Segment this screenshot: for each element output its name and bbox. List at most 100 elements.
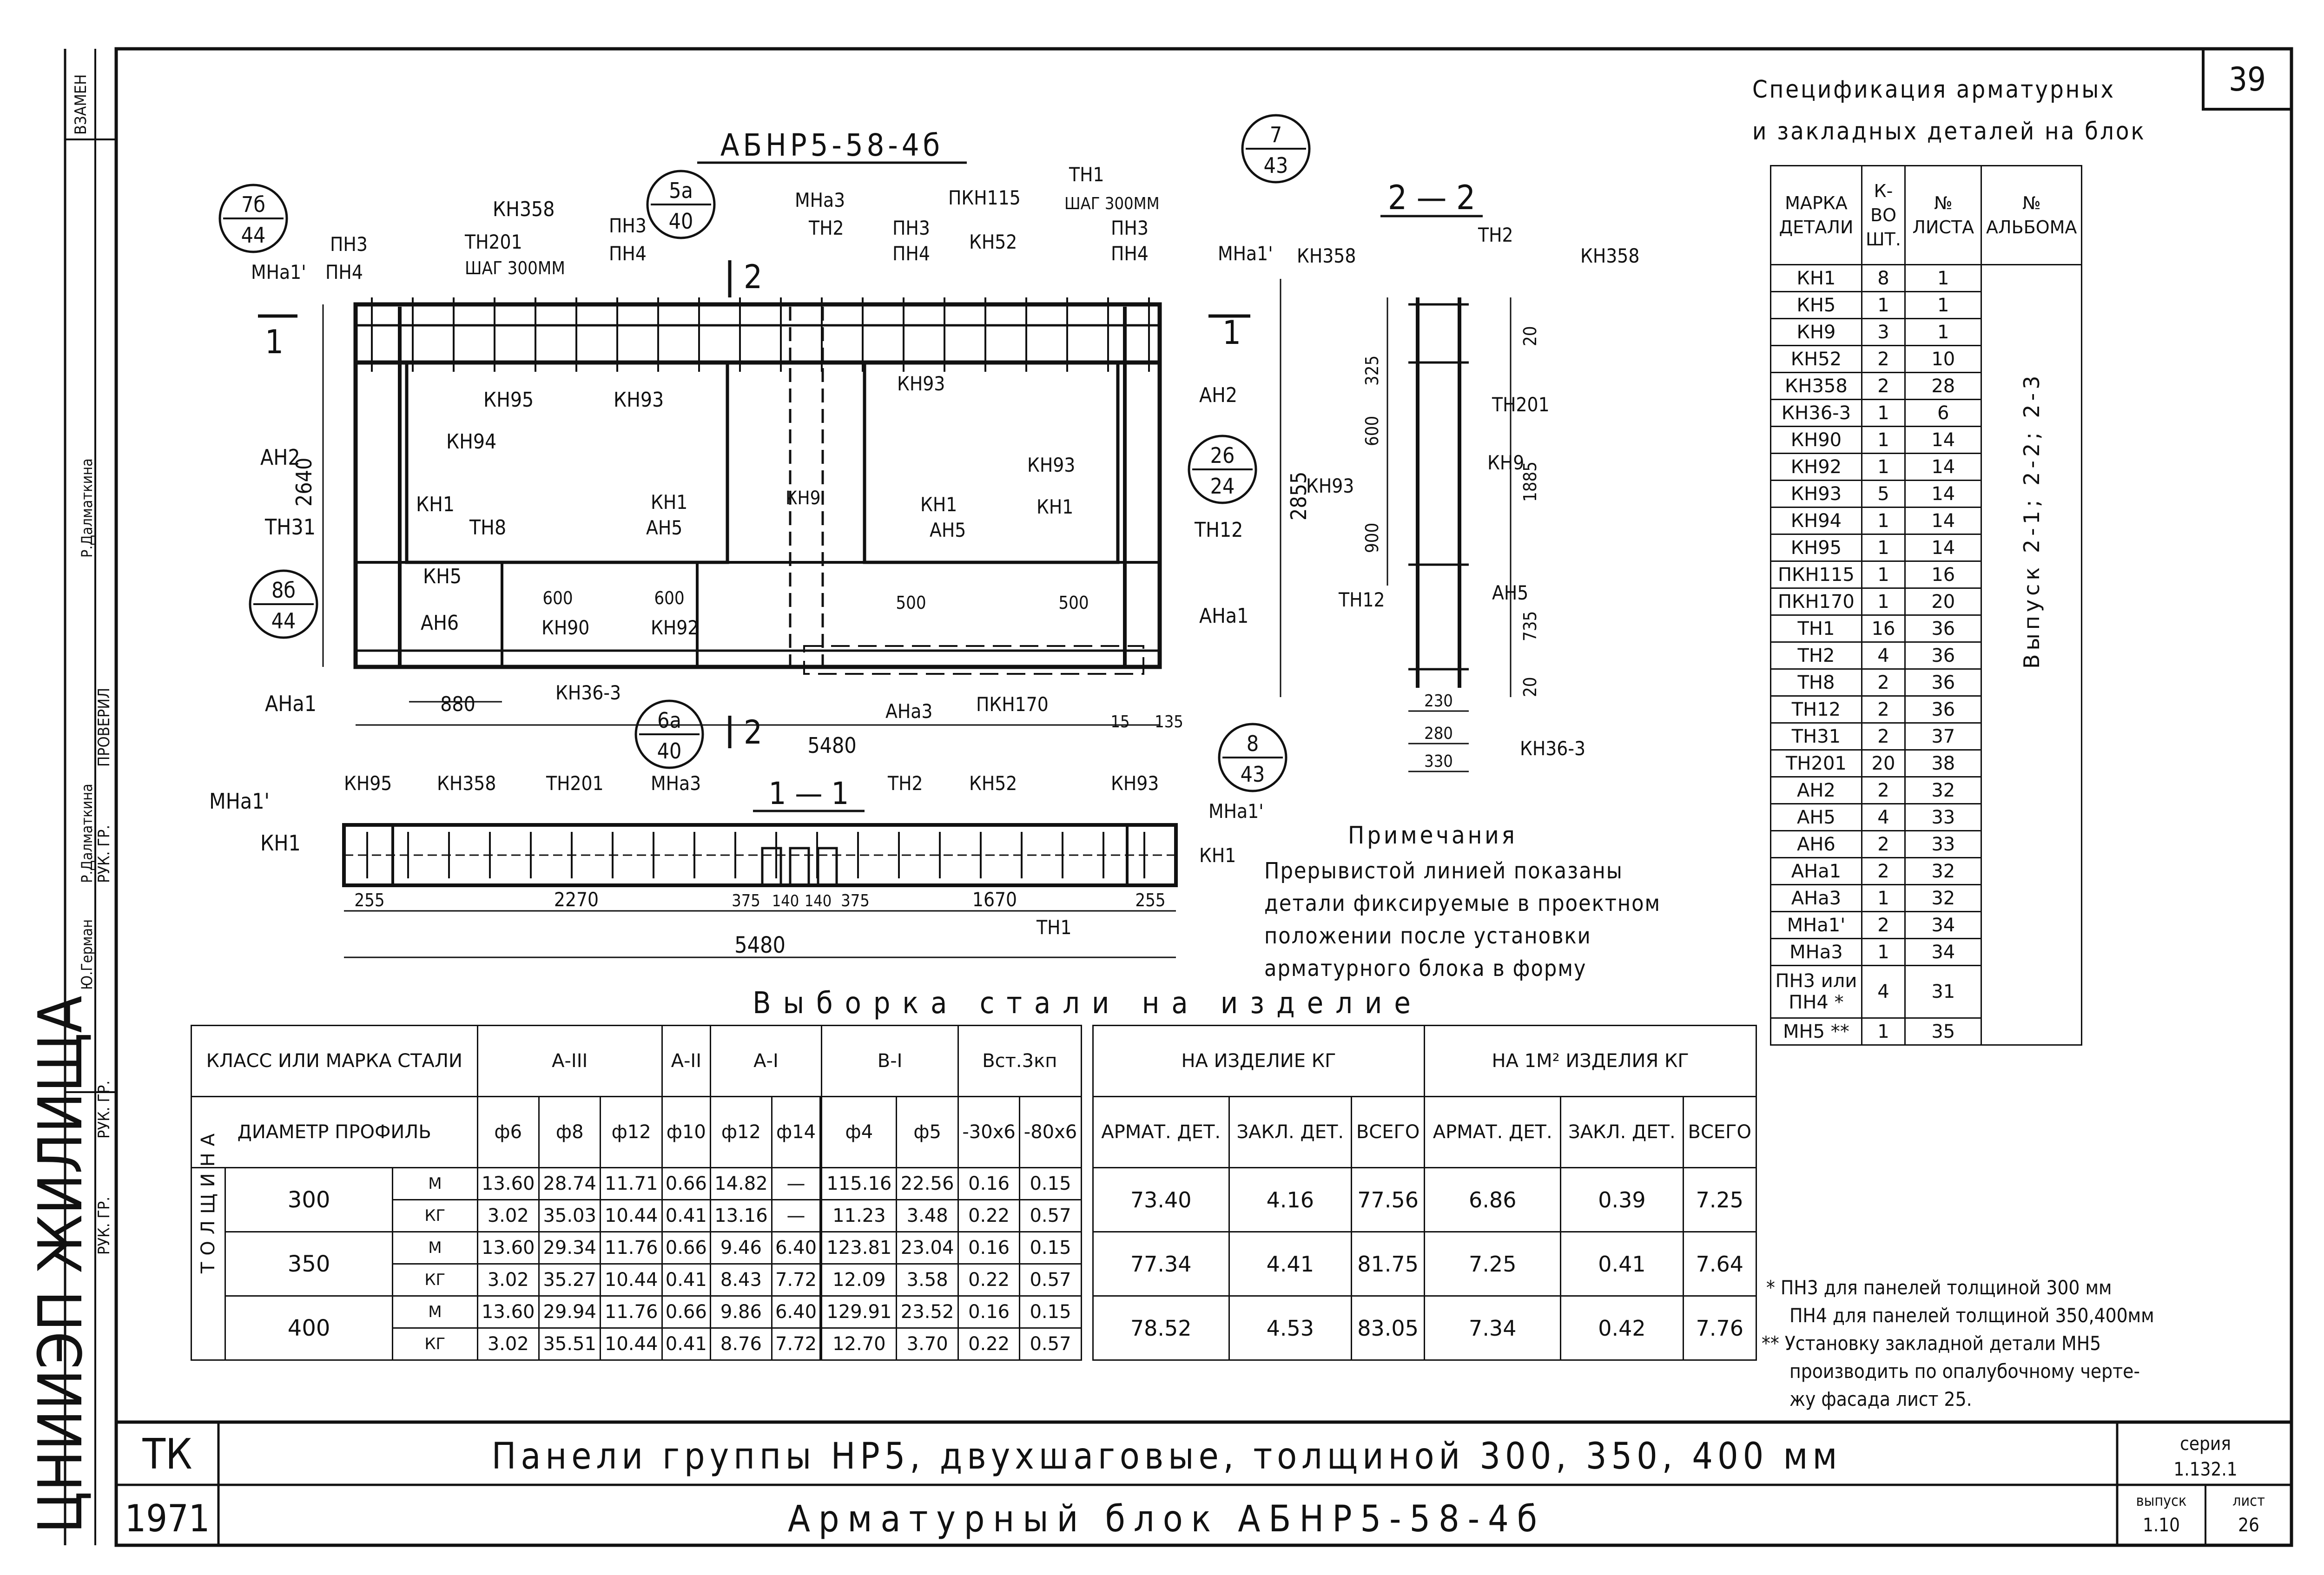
lbl-kn93-b: КН93 (897, 372, 945, 395)
spec-cell-marka: КН93 (1770, 480, 1862, 508)
vyb-value: 0.57 (1019, 1199, 1082, 1232)
spec-cell-marka: КН92 (1770, 453, 1862, 481)
callout-top: 6а (657, 708, 681, 733)
cut-1-left: 1 (265, 323, 284, 361)
dim-2855: 2855 (1286, 472, 1311, 521)
dim-230: 230 (1424, 692, 1453, 711)
spec-cell-list: 1 (1904, 264, 1982, 292)
spec-h-marka: МАРКА ДЕТАЛИ (1770, 165, 1862, 265)
spec-cell-marka: МНа1' (1770, 911, 1862, 939)
vyb-sub-3: АРМАТ. ДЕТ. (1424, 1096, 1562, 1168)
vyb-value: 23.52 (896, 1295, 959, 1329)
vyb-value: 11.76 (600, 1295, 663, 1329)
vyb-value: 3.48 (896, 1199, 959, 1232)
callout-circle (249, 569, 318, 639)
spec-cell-marka: АНа1 (1770, 857, 1862, 885)
spec-cell-marka: ТН8 (1770, 668, 1862, 697)
vyb-total-izd: 81.75 (1350, 1231, 1426, 1297)
spec-cell-list: 1 (1904, 318, 1982, 346)
dim-2270: 2270 (554, 888, 599, 911)
callout-circle (1218, 723, 1287, 792)
list-label: лист (2232, 1492, 2265, 1509)
stamp-org: ЦНИИЭП ЖИЛИЩА (25, 996, 96, 1534)
spec-cell-list: 6 (1904, 399, 1982, 427)
vyb-value: 12.09 (821, 1263, 898, 1297)
vyb-value: 0.41 (661, 1263, 711, 1297)
footnote-1-line-2: ПН4 для панелей толщиной 350,400мм (1789, 1304, 2154, 1327)
spec-cell-marka: КН94 (1770, 507, 1862, 535)
vyb-value: 11.23 (821, 1199, 898, 1232)
lbl-tn2-s22: ТН2 (1478, 224, 1513, 246)
vyb-total-izd: 4.41 (1228, 1231, 1352, 1297)
lbl-kn1-plan-left: КН1 (260, 830, 301, 856)
vyb-total-izd: 4.16 (1228, 1167, 1352, 1232)
spec-cell-qty: 2 (1861, 345, 1906, 373)
lbl-an5-a: АН5 (646, 516, 682, 539)
vyb-value: 0.15 (1019, 1167, 1082, 1200)
spec-cell-qty: 1 (1861, 426, 1906, 454)
dim-5480-plan: 5480 (734, 932, 786, 958)
dim-255-right: 255 (1135, 890, 1165, 910)
title-code: ТК (142, 1430, 192, 1479)
callout-top: 26 (1210, 443, 1235, 468)
spec-title-2: и закладных деталей на блок (1752, 118, 2146, 145)
callout-circle (634, 699, 704, 769)
stamp-name-1: Ю.Герман (78, 919, 96, 990)
vyb-value: 10.44 (600, 1263, 663, 1297)
lbl-kn9-s22: КН9 (1487, 451, 1524, 474)
lbl-mna1-plan-right: МНа1' (1208, 800, 1264, 823)
vyb-value: 23.04 (896, 1231, 959, 1265)
lbl-pn3-a: ПН3 (609, 214, 647, 237)
vyb-sub-4: ЗАКЛ. ДЕТ. (1560, 1096, 1684, 1168)
note-line-2: детали фиксируемые в проектном (1264, 890, 1661, 916)
spec-cell-list: 28 (1904, 372, 1982, 400)
vyb-d-4: ф12 (709, 1096, 773, 1168)
vyb-unit: КГ (392, 1327, 478, 1361)
vyb-gap (1080, 1232, 1094, 1264)
section-2-2-title: 2 — 2 (1388, 178, 1475, 217)
lbl-mna3: МНа3 (795, 189, 845, 211)
vyb-d-5: ф14 (771, 1096, 821, 1168)
spec-cell-qty: 2 (1861, 695, 1906, 724)
dim-255-left: 255 (354, 890, 384, 910)
spec-cell-list: 33 (1904, 830, 1982, 858)
spec-cell-list: 34 (1904, 911, 1982, 939)
lbl-kn1-left: КН1 (416, 493, 455, 516)
lbl-kn358-plan: КН358 (437, 772, 496, 795)
note-line-1: Прерывистой линией показаны (1264, 858, 1623, 884)
spec-cell-list: 34 (1904, 938, 1982, 966)
vyb-value: 35.51 (538, 1327, 601, 1361)
lbl-mna1-left: МНа1' (251, 261, 306, 283)
vyb-value: 0.16 (957, 1167, 1021, 1200)
lbl-tn1-plan: ТН1 (1036, 916, 1072, 939)
spec-cell-list: 36 (1904, 668, 1982, 697)
lbl-tn12-main: ТН12 (1194, 518, 1243, 542)
note-line-3: положении после установки (1264, 923, 1591, 949)
vyb-value: 0.41 (661, 1199, 711, 1232)
spec-cell-marka: ПН3 или ПН4 * (1770, 965, 1862, 1019)
vyb-tolshina-text: ТОЛЩИНА (198, 1127, 219, 1273)
spec-cell-marka: МН5 ** (1770, 1017, 1862, 1046)
lbl-mna1-right: МНа1' (1218, 242, 1273, 265)
lbl-kn358-s22b: КН358 (1297, 244, 1356, 267)
lbl-an5-s22: АН5 (1492, 581, 1528, 604)
vyb-total-m2: 6.86 (1424, 1167, 1562, 1232)
spec-h-qty: К-ВО ШТ. (1861, 165, 1906, 265)
section-2-2: 2 — 2 КН358 ТН2 КН358 ТН201 КН9 КН93 ТН1… (1297, 178, 1639, 772)
vyb-gap (1080, 1199, 1094, 1232)
stamp-role-2: РУК. ГР. (95, 1081, 113, 1139)
vyb-group-a2: А-II (661, 1025, 711, 1097)
vyb-value: 3.02 (476, 1199, 540, 1232)
dim-600-s22: 600 (1362, 416, 1382, 446)
spec-cell-qty: 2 (1861, 830, 1906, 858)
main-elevation: АБНР5-58-4б (353, 127, 1162, 675)
vyb-thickness: 400 (224, 1295, 394, 1361)
dim-1885: 1885 (1520, 461, 1540, 502)
lbl-kn363-main: КН36-3 (555, 681, 621, 704)
vyb-gap (1080, 1328, 1094, 1360)
spec-cell-list: 14 (1904, 480, 1982, 508)
spec-cell-qty: 8 (1861, 264, 1906, 292)
